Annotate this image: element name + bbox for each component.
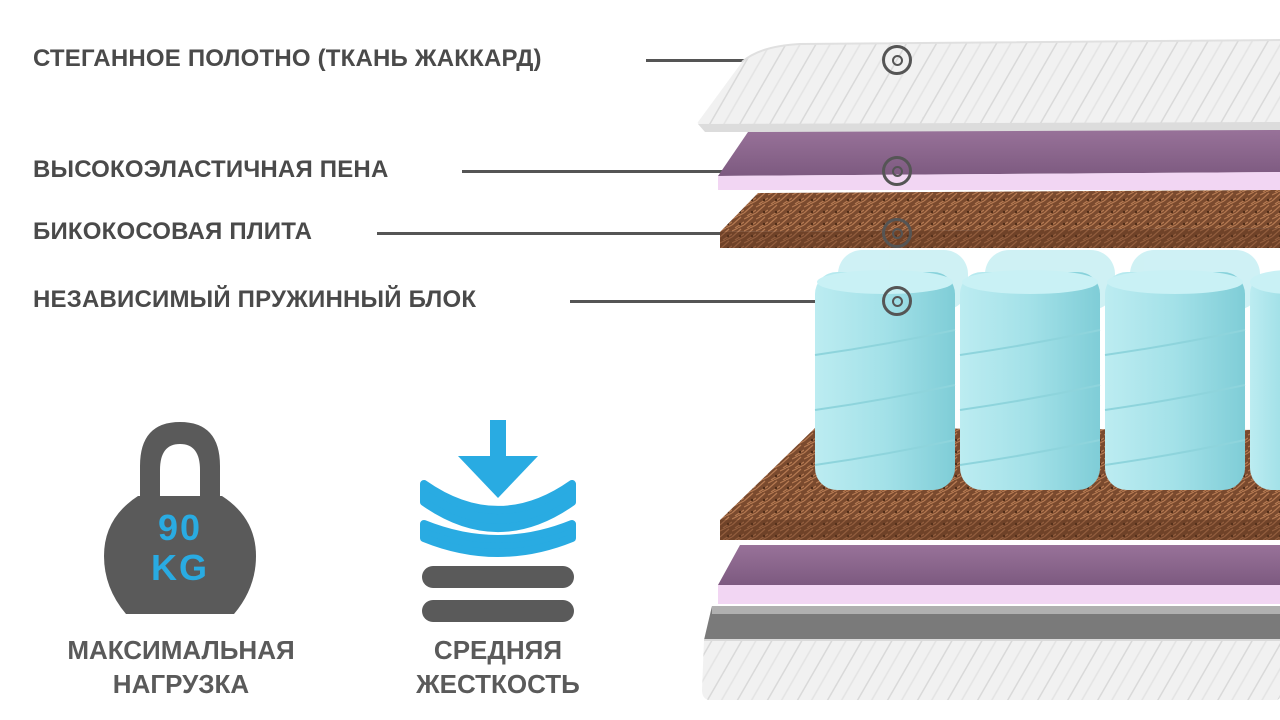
layer-label-spring-block: НЕЗАВИСИМЫЙ ПРУЖИННЫЙ БЛОК bbox=[33, 286, 477, 313]
upper-foam-layer bbox=[718, 130, 1280, 190]
layer-label-high-elastic-foam: ВЫСОКОЭЛАСТИЧНАЯ ПЕНА bbox=[33, 156, 389, 183]
kettlebell-icon bbox=[104, 422, 256, 614]
max-load-value: 90 bbox=[157, 507, 203, 548]
spring-block-front bbox=[814, 270, 1280, 490]
marker-high-elastic-foam bbox=[882, 156, 912, 186]
mattress-cross-section bbox=[697, 39, 1280, 700]
firmness-layers-icon bbox=[420, 420, 576, 622]
max-load-unit: KG bbox=[151, 547, 209, 588]
upper-coir-layer bbox=[720, 190, 1280, 248]
leader-line-high-elastic-foam bbox=[462, 170, 884, 173]
firmness-caption: СРЕДНЯЯ ЖЕСТКОСТЬ bbox=[380, 633, 616, 701]
marker-spring-block bbox=[882, 286, 912, 316]
leader-line-coconut-coir bbox=[377, 232, 884, 235]
bottom-fabric-layer bbox=[702, 606, 1280, 700]
marker-coconut-coir bbox=[882, 218, 912, 248]
layer-label-coconut-coir: БИКОКОСОВАЯ ПЛИТА bbox=[33, 218, 313, 245]
layer-label-quilted-fabric: СТЕГАННОЕ ПОЛОТНО (ТКАНЬ ЖАККАРД) bbox=[33, 45, 542, 72]
firmness-caption-line1: СРЕДНЯЯ bbox=[433, 635, 563, 665]
leader-line-spring-block bbox=[570, 300, 884, 303]
max-load-caption: МАКСИМАЛЬНАЯ НАГРУЗКА bbox=[40, 633, 322, 701]
quilted-fabric-layer bbox=[697, 39, 1280, 132]
max-load-caption-line1: МАКСИМАЛЬНАЯ bbox=[67, 635, 295, 665]
lower-foam-layer bbox=[718, 545, 1280, 604]
marker-quilted-fabric bbox=[882, 45, 912, 75]
firmness-caption-line2: ЖЕСТКОСТЬ bbox=[416, 669, 580, 699]
max-load-caption-line2: НАГРУЗКА bbox=[112, 669, 250, 699]
